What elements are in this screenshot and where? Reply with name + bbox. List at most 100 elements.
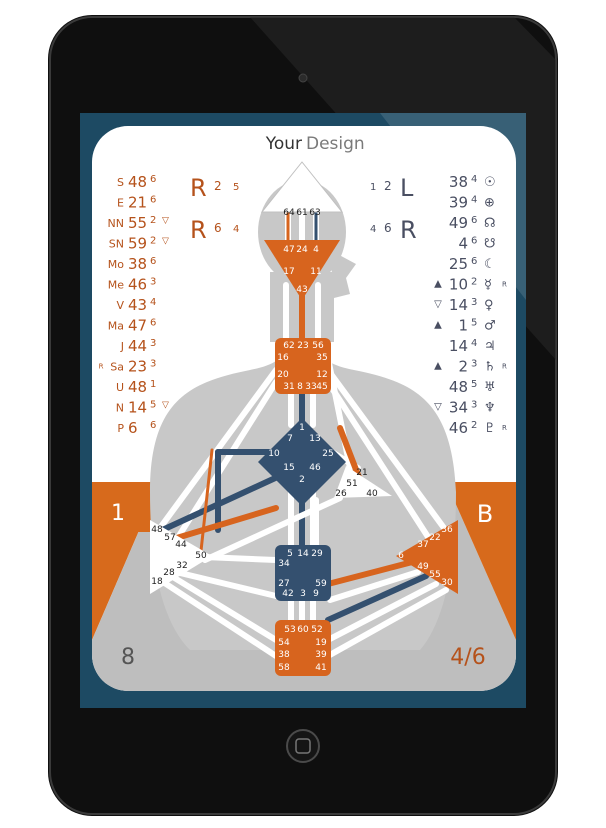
personality-planet-gate: 1	[458, 317, 468, 335]
personality-planet-symbol-icon: ☉	[484, 175, 496, 190]
personality-planet-symbol-icon: ⊕	[484, 196, 495, 211]
personality-planet-line: 5	[471, 379, 477, 390]
variable-left-top-a: 2	[214, 179, 222, 193]
variable-left-bottom-letter: R	[190, 216, 207, 244]
design-planet-line: 2	[150, 236, 156, 247]
personality-planet-line: 4	[471, 174, 477, 185]
svg-text:2: 2	[299, 475, 305, 485]
svg-text:10: 10	[268, 449, 280, 459]
personality-planet-symbol-icon: ☋	[484, 237, 496, 252]
profile-label: 4/6	[450, 645, 485, 670]
design-planet-line: 6	[150, 420, 156, 431]
personality-planet-mark: ▲	[434, 279, 442, 290]
design-planet-gate: 38	[128, 255, 147, 273]
svg-text:63: 63	[309, 208, 320, 218]
svg-text:28: 28	[163, 568, 175, 578]
design-planet-line: 6	[150, 174, 156, 185]
personality-planet-line: 6	[471, 256, 477, 267]
design-planet-label: N	[116, 402, 124, 415]
design-planet-label: S	[117, 176, 124, 189]
svg-text:40: 40	[366, 489, 378, 499]
design-planet-line: 6	[150, 318, 156, 329]
design-planet-gate: 43	[128, 296, 147, 314]
head-center	[260, 161, 344, 213]
design-planet-mark: ▽	[162, 401, 169, 411]
svg-text:57: 57	[164, 533, 175, 543]
svg-text:3: 3	[300, 589, 306, 599]
svg-text:50: 50	[195, 551, 207, 561]
svg-text:62: 62	[283, 341, 294, 351]
personality-planet-mark: ▲	[434, 320, 442, 331]
svg-text:47: 47	[283, 245, 294, 255]
profile-left-label: 1	[111, 501, 125, 526]
svg-text:12: 12	[316, 370, 327, 380]
design-planet-gate: 48	[128, 173, 147, 191]
design-planet-gate: 23	[128, 358, 147, 376]
svg-text:35: 35	[316, 353, 327, 363]
design-planet-gate: 14	[128, 399, 147, 417]
svg-text:29: 29	[311, 549, 323, 559]
svg-text:5: 5	[287, 549, 293, 559]
authority-label: B	[477, 500, 493, 528]
design-planet-gate: 46	[128, 276, 147, 294]
design-planet-label: Ma	[108, 320, 124, 333]
personality-planet-symbol-icon: ♆	[484, 401, 496, 416]
svg-text:43: 43	[296, 285, 307, 295]
svg-text:25: 25	[322, 449, 333, 459]
personality-planet-line: 2	[471, 277, 477, 288]
svg-text:31: 31	[283, 382, 294, 392]
design-planet-line: 4	[150, 297, 156, 308]
svg-text:15: 15	[283, 463, 294, 473]
design-variables: R 2 5 R 6 4	[190, 174, 239, 244]
design-planet-mark: ▽	[162, 216, 169, 226]
svg-text:51: 51	[346, 479, 357, 489]
personality-planet-gate: 49	[449, 214, 468, 232]
design-planet-label: Me	[108, 279, 124, 292]
sacral-center	[275, 545, 331, 601]
personality-planet-symbol-icon: ☾	[484, 257, 496, 272]
personality-planet-line: 5	[471, 318, 477, 329]
root-center	[275, 620, 331, 676]
personality-planet-symbol-icon: ♃	[484, 339, 496, 354]
design-planet-gate: 21	[128, 194, 147, 212]
design-planet-gate: 55	[128, 214, 147, 232]
svg-text:22: 22	[429, 533, 440, 543]
personality-planet-line: 3	[471, 297, 477, 308]
svg-text:55: 55	[429, 570, 440, 580]
personality-planet-symbol-icon: ♀	[484, 298, 494, 313]
personality-planet-line: 6	[471, 236, 477, 247]
svg-text:24: 24	[296, 245, 308, 255]
svg-text:42: 42	[282, 589, 293, 599]
personality-planet-gate: 4	[458, 235, 468, 253]
personality-planet-retro: R	[502, 424, 507, 432]
personality-planet-gate: 38	[449, 173, 468, 191]
svg-text:52: 52	[311, 625, 322, 635]
svg-text:45: 45	[316, 382, 327, 392]
svg-text:53: 53	[284, 625, 295, 635]
design-planet-gate: 48	[128, 378, 147, 396]
g-center	[258, 418, 346, 506]
svg-text:9: 9	[313, 589, 319, 599]
personality-planet-gate: 39	[449, 194, 468, 212]
svg-text:1: 1	[299, 423, 305, 433]
personality-planet-retro: R	[502, 281, 507, 289]
authority-box	[446, 482, 516, 640]
design-planet-label: U	[116, 381, 124, 394]
svg-text:13: 13	[309, 434, 320, 444]
personality-planet-gate: 10	[449, 276, 468, 294]
svg-text:41: 41	[315, 663, 326, 673]
personality-planet-line: 3	[471, 359, 477, 370]
variable-left-bottom-a: 6	[214, 221, 222, 235]
svg-text:44: 44	[175, 540, 187, 550]
design-planet-gate: 59	[128, 235, 147, 253]
home-button[interactable]	[286, 729, 320, 763]
design-planet-line: 3	[150, 277, 156, 288]
personality-planet-line: 3	[471, 400, 477, 411]
svg-text:38: 38	[278, 650, 290, 660]
svg-text:34: 34	[278, 559, 290, 569]
svg-text:19: 19	[315, 638, 327, 648]
solar-center	[396, 520, 458, 594]
